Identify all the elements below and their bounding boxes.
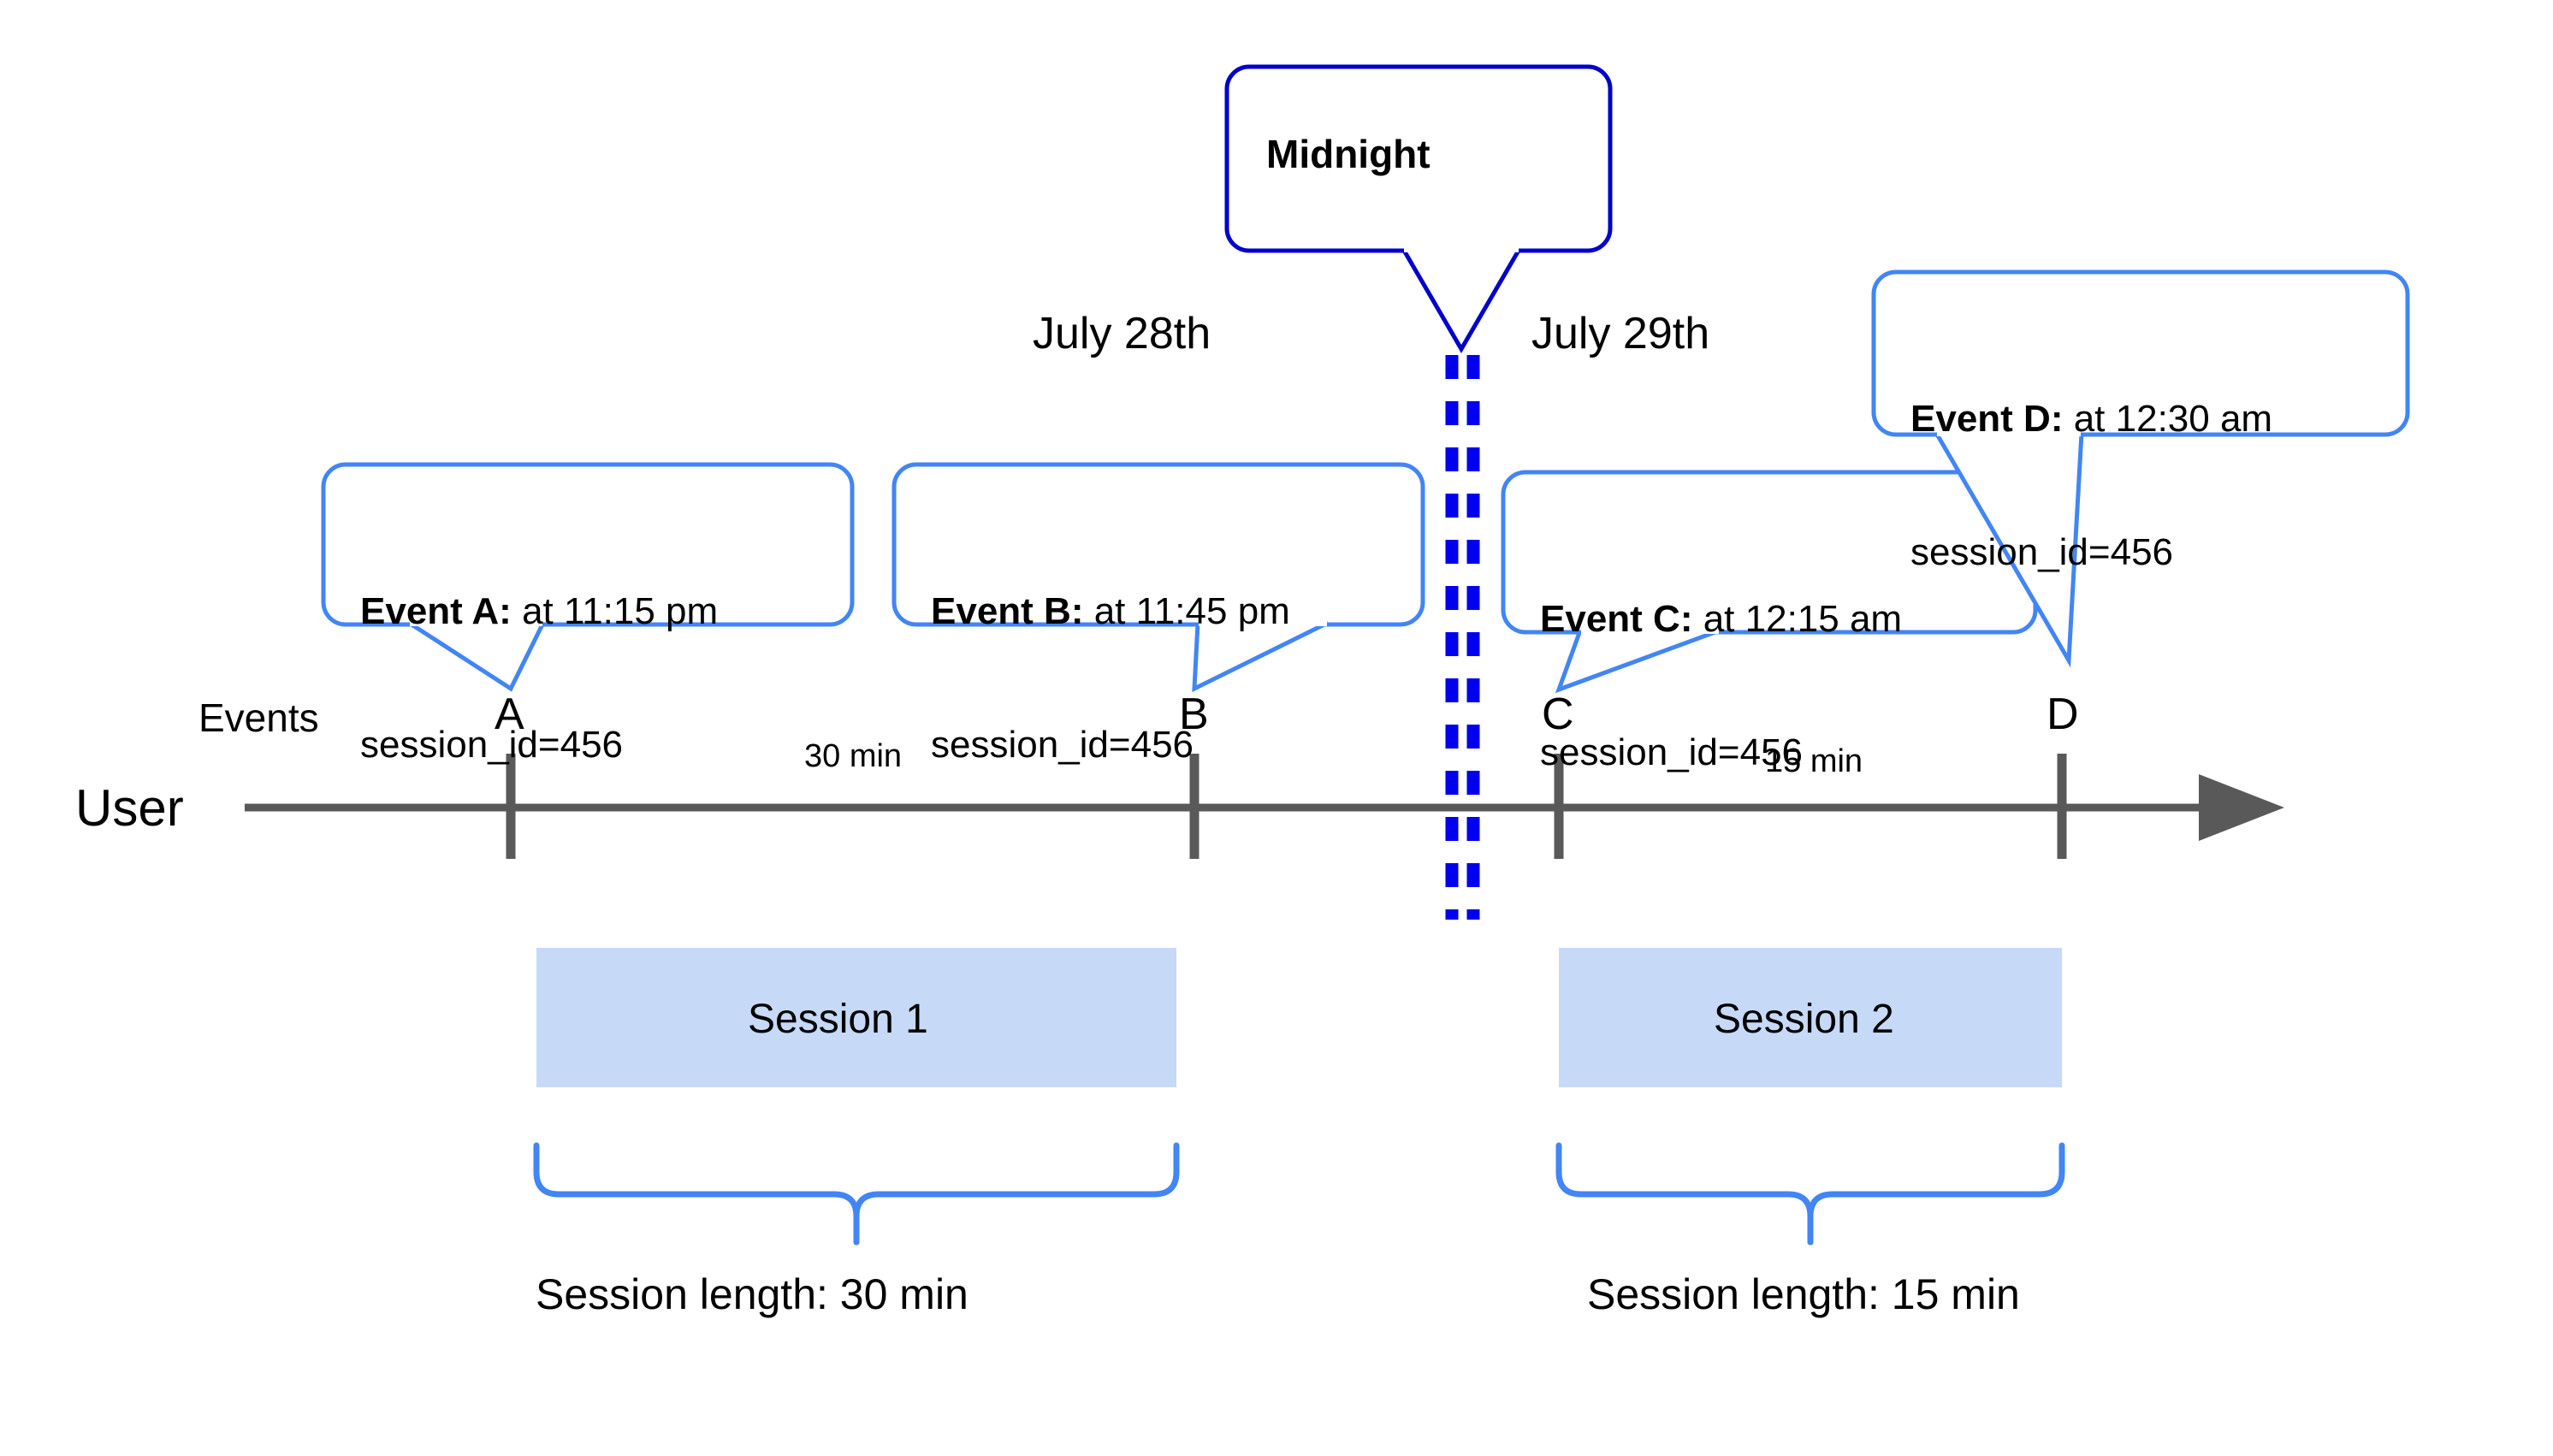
session-2-brace bbox=[1555, 1142, 2065, 1246]
midnight-callout-tail bbox=[1401, 247, 1522, 353]
event-d-attribute: session_id=456 bbox=[1910, 530, 2174, 573]
event-letter-a: A bbox=[495, 690, 524, 739]
event-d-callout-shape bbox=[1871, 269, 2410, 668]
event-c-attribute: session_id=456 bbox=[1540, 731, 1804, 773]
event-b-callout-tail bbox=[1192, 620, 1330, 693]
event-d-callout-tail bbox=[1934, 431, 2084, 668]
event-a-callout-tail bbox=[407, 620, 546, 692]
timeline-arrowhead-icon bbox=[2199, 774, 2284, 841]
event-d-callout-text: Event D: at 12:30 am session_id=456 bbox=[1910, 308, 2272, 663]
event-letter-d: D bbox=[2047, 690, 2079, 739]
event-d-callout-box bbox=[1871, 269, 2410, 437]
event-b-callout-box bbox=[891, 462, 1425, 627]
midnight-divider bbox=[1445, 355, 1480, 920]
session-1-bar-label: Session 1 bbox=[748, 997, 928, 1042]
event-c-callout-tail bbox=[1555, 628, 1721, 694]
event-a-title: Event A: bbox=[360, 589, 512, 632]
event-b-attribute: session_id=456 bbox=[931, 723, 1194, 766]
event-b-time: at 11:45 pm bbox=[1083, 589, 1290, 632]
event-b-title: Event B: bbox=[931, 589, 1084, 632]
event-b-callout-text: Event B: at 11:45 pm session_id=456 bbox=[931, 500, 1290, 855]
event-a-time: at 11:15 pm bbox=[511, 589, 719, 632]
gap-label-ab: 30 min bbox=[804, 738, 903, 774]
session-1-bar bbox=[536, 948, 1176, 1087]
event-letter-c: C bbox=[1542, 690, 1574, 739]
event-a-attribute: session_id=456 bbox=[360, 723, 624, 766]
event-letter-b: B bbox=[1179, 690, 1209, 739]
event-c-time: at 12:15 am bbox=[1692, 597, 1903, 640]
event-a-callout-text: Event A: at 11:15 pm session_id=456 bbox=[360, 500, 718, 855]
session-1-length-label: Session length: 30 min bbox=[536, 1270, 968, 1318]
session-1-brace bbox=[533, 1142, 1180, 1246]
lane-label-user: User bbox=[75, 779, 184, 837]
session-2-bar bbox=[1559, 948, 2062, 1087]
lane-label-events: Events bbox=[198, 695, 319, 740]
event-a-callout-box bbox=[321, 462, 855, 627]
session-2-bar-label: Session 2 bbox=[1714, 997, 1894, 1042]
day-label-july-28: July 28th bbox=[1033, 309, 1211, 358]
day-label-july-29: July 29th bbox=[1531, 309, 1710, 358]
midnight-callout-label: Midnight bbox=[1266, 132, 1431, 176]
event-c-callout-text: Event C: at 12:15 am session_id=456 bbox=[1540, 508, 1902, 863]
session-2-length-label: Session length: 15 min bbox=[1587, 1270, 2020, 1318]
midnight-callout-shape bbox=[1224, 64, 1613, 353]
event-a-callout-shape bbox=[321, 462, 855, 692]
event-d-time: at 12:30 am bbox=[2063, 397, 2273, 440]
gap-label-cd: 15 min bbox=[1765, 743, 1863, 779]
event-c-title: Event C: bbox=[1540, 597, 1693, 640]
event-b-callout-shape bbox=[891, 462, 1425, 693]
timeline-axis bbox=[245, 754, 2284, 859]
event-d-title: Event D: bbox=[1910, 397, 2064, 440]
